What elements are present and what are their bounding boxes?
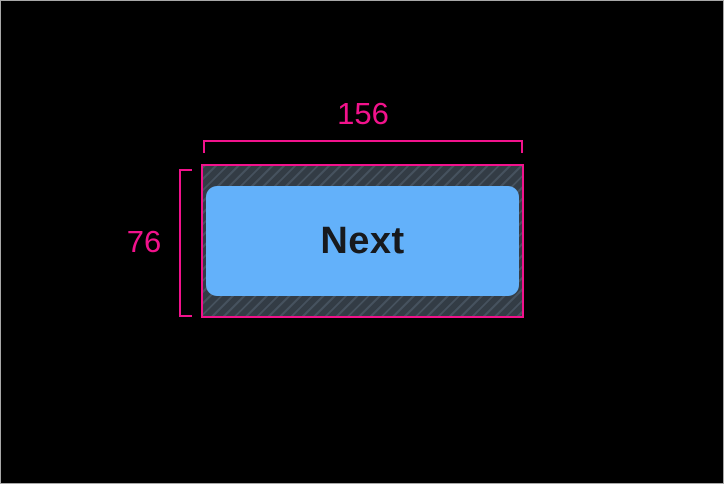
- next-button-label: Next: [320, 219, 405, 262]
- width-dimension-bracket: [203, 140, 523, 153]
- height-dimension-bracket: [179, 169, 192, 317]
- widget-bounds-outline: Next: [201, 164, 524, 318]
- width-dimension-label: 156: [337, 96, 389, 131]
- height-dimension-label: 76: [126, 224, 162, 259]
- next-button[interactable]: Next: [206, 186, 519, 296]
